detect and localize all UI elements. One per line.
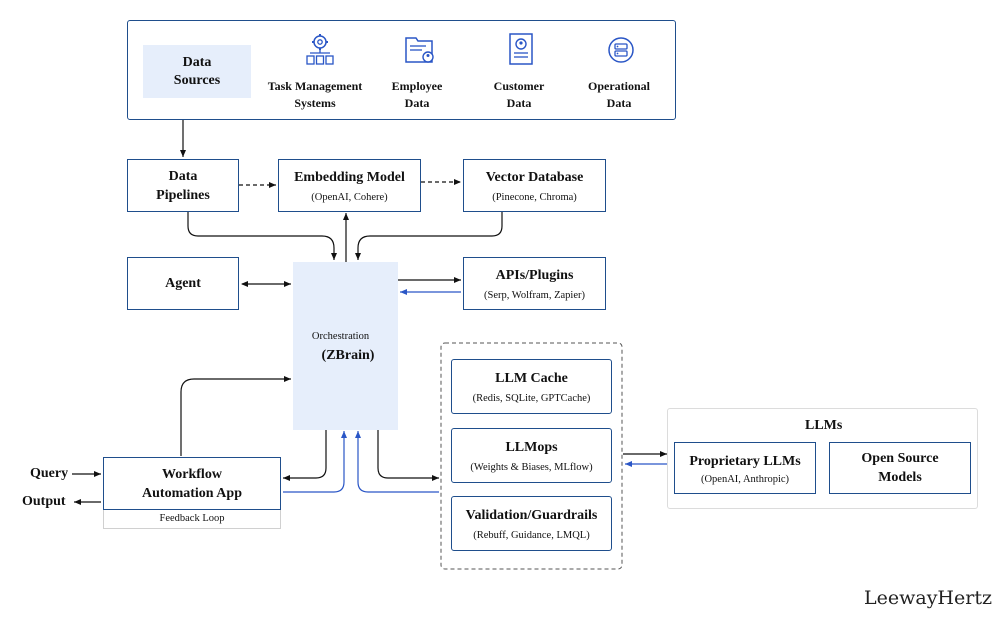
- arrow-orchestration-to-llm-group: [377, 430, 439, 481]
- output-label: Output: [22, 494, 66, 509]
- workflow-automation-box: Workflow Automation App: [103, 457, 281, 510]
- data-pipelines-box: Data Pipelines: [127, 159, 239, 212]
- source-employee-data: Employee Data: [391, 79, 443, 110]
- agent-box: Agent: [127, 257, 239, 310]
- employee-folder-icon: [405, 37, 434, 63]
- data-sources-title: Data Sources: [143, 45, 251, 98]
- query-label: Query: [30, 466, 69, 481]
- apis-plugins-box: APIs/Plugins (Serp, Wolfram, Zapier): [463, 257, 606, 310]
- arrow-workflow-to-orchestration: [180, 376, 291, 456]
- llmops-box: LLMops (Weights & Biases, MLflow): [451, 428, 612, 483]
- arrow-vector-to-orchestration: [355, 212, 503, 260]
- vector-database-box: Vector Database (Pinecone, Chroma): [463, 159, 606, 212]
- validation-box: Validation/Guardrails (Rebuff, Guidance,…: [451, 496, 612, 551]
- embedding-model-box: Embedding Model (OpenAI, Cohere): [278, 159, 421, 212]
- arrow-workflow-to-orchestration-blue: [283, 431, 347, 493]
- source-task-management: Task Management Systems: [267, 79, 363, 110]
- brand-logo: LeewayHertz: [864, 587, 992, 609]
- feedback-loop-label: Feedback Loop: [103, 510, 281, 529]
- orchestration-box: Orchestration (ZBrain): [293, 262, 398, 430]
- source-operational-data: Operational Data: [588, 79, 650, 110]
- llm-tools-group: [440, 342, 623, 570]
- proprietary-llms-box: Proprietary LLMs (OpenAI, Anthropic): [674, 442, 816, 494]
- open-source-models-box: Open Source Models: [829, 442, 971, 494]
- arrow-llm-group-to-orchestration: [355, 431, 439, 493]
- gear-network-icon: [306, 34, 334, 65]
- orchestration-label: Orchestration: [311, 331, 370, 342]
- arrow-orchestration-to-workflow: [283, 430, 327, 481]
- database-cycle-icon: [608, 37, 634, 63]
- llms-title: LLMs: [805, 418, 843, 433]
- arrow-pipelines-to-orchestration: [187, 212, 337, 260]
- customer-profile-icon: [509, 33, 533, 65]
- orchestration-name: (ZBrain): [321, 348, 375, 363]
- source-customer-data: Customer Data: [493, 79, 545, 110]
- llm-cache-box: LLM Cache (Redis, SQLite, GPTCache): [451, 359, 612, 414]
